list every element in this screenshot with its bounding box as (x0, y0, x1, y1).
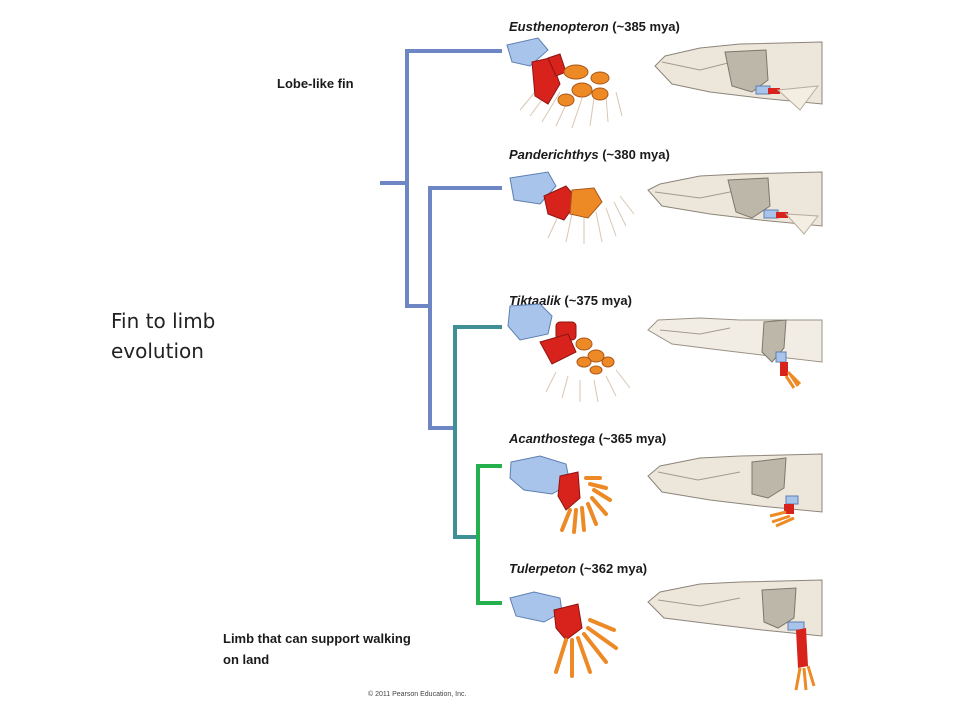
taxon-age: (~385 mya) (612, 19, 680, 34)
body-illustration-tiktaalik (647, 317, 823, 389)
body-illustration-acanthostega (647, 453, 823, 528)
fin-illustration-eusthenopteron (506, 37, 623, 129)
slide-title: Fin to limb evolution (111, 309, 216, 363)
taxon-age: (~365 mya) (598, 431, 667, 446)
fin-illustration-panderichthys (509, 171, 635, 244)
fin-illustration-tiktaalik (507, 303, 631, 403)
limb-walk-label: Limb that can support walking on land (223, 631, 411, 667)
taxon-age: (~380 mya) (602, 147, 670, 162)
taxon-name: Acanthostega (509, 431, 595, 446)
fin-illustration-acanthostega (509, 455, 612, 534)
taxon-age: (~362 mya) (579, 561, 648, 576)
taxon-label-eusthenopteron: Eusthenopteron (~385 mya) (509, 19, 680, 34)
taxon-name: Panderichthys (509, 147, 599, 162)
taxon-name: Tiktaalik (509, 293, 561, 308)
phylogenetic-tree (380, 49, 502, 605)
body-illustration-tulerpeton (647, 579, 823, 691)
taxon-name: Eusthenopteron (509, 19, 609, 34)
taxon-label-acanthostega: Acanthostega (~365 mya) (509, 431, 666, 446)
taxon-age: (~375 mya) (564, 293, 632, 308)
body-illustration-eusthenopteron (654, 41, 823, 111)
lobe-fin-label: Lobe-like fin (277, 76, 354, 91)
taxon-label-tulerpeton: Tulerpeton (~362 mya) (509, 561, 647, 576)
taxon-label-panderichthys: Panderichthys (~380 mya) (509, 147, 670, 162)
fin-illustration-tulerpeton (509, 591, 618, 678)
taxon-label-tiktaalik: Tiktaalik (~375 mya) (509, 293, 632, 308)
body-illustration-panderichthys (647, 171, 823, 235)
taxon-name: Tulerpeton (509, 561, 576, 576)
copyright-notice: © 2011 Pearson Education, Inc. (368, 691, 467, 698)
